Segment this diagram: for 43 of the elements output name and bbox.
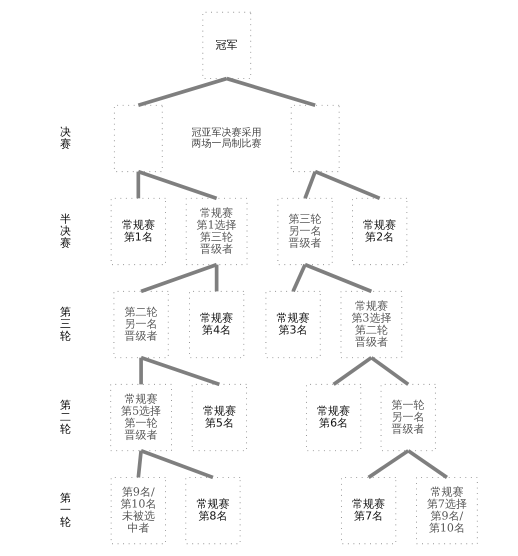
connector xyxy=(214,264,218,292)
connector xyxy=(332,356,372,386)
node-box: 常规赛第5名 xyxy=(192,384,248,452)
connector xyxy=(368,449,410,479)
label: 第二轮 xyxy=(60,398,72,436)
connector xyxy=(136,172,140,198)
node-box xyxy=(114,104,163,172)
connector xyxy=(139,358,143,384)
connector xyxy=(303,170,317,199)
node-box: 常规赛第8名 xyxy=(185,476,241,544)
node-box: 常规赛第1选择第三轮晋级者 xyxy=(186,198,248,266)
node-box: 第9名/第10名未被选中者 xyxy=(110,476,166,544)
connector xyxy=(370,356,410,386)
connector xyxy=(226,76,316,108)
label: 半决赛 xyxy=(60,212,72,250)
connector xyxy=(140,356,220,386)
label: 冠亚军决赛采用两场一局制比赛 xyxy=(192,127,262,150)
connector xyxy=(136,450,143,478)
node-box: 第三轮另一名晋级者 xyxy=(277,198,333,266)
label: 第三轮 xyxy=(60,305,72,342)
node-box: 常规赛第5选择第一轮晋级者 xyxy=(110,384,172,452)
connector xyxy=(314,170,380,200)
node-box: 冠军 xyxy=(202,12,252,80)
connector xyxy=(407,449,448,479)
connector xyxy=(138,170,218,200)
label: 第一轮 xyxy=(60,491,72,528)
node-box: 常规赛第3选择第二轮晋级者 xyxy=(340,290,402,358)
connector xyxy=(138,76,228,108)
node-box: 常规赛第3名 xyxy=(265,290,321,358)
node-box: 常规赛第7选择第9名/第10名 xyxy=(416,476,478,544)
node-box: 第一轮另一名晋级者 xyxy=(380,384,436,452)
connector xyxy=(140,262,218,294)
node-box xyxy=(290,104,340,172)
connector xyxy=(291,264,307,292)
label: 决赛 xyxy=(60,125,72,150)
node-box: 常规赛第2名 xyxy=(352,198,408,266)
connector xyxy=(304,262,372,294)
node-box: 常规赛第7名 xyxy=(340,476,396,544)
node-box: 常规赛第4名 xyxy=(188,290,244,358)
connector xyxy=(140,449,214,480)
node-box: 常规赛第1名 xyxy=(110,198,166,266)
node-box: 第二轮另一名晋级者 xyxy=(113,290,169,358)
node-box: 常规赛第6名 xyxy=(306,384,362,452)
